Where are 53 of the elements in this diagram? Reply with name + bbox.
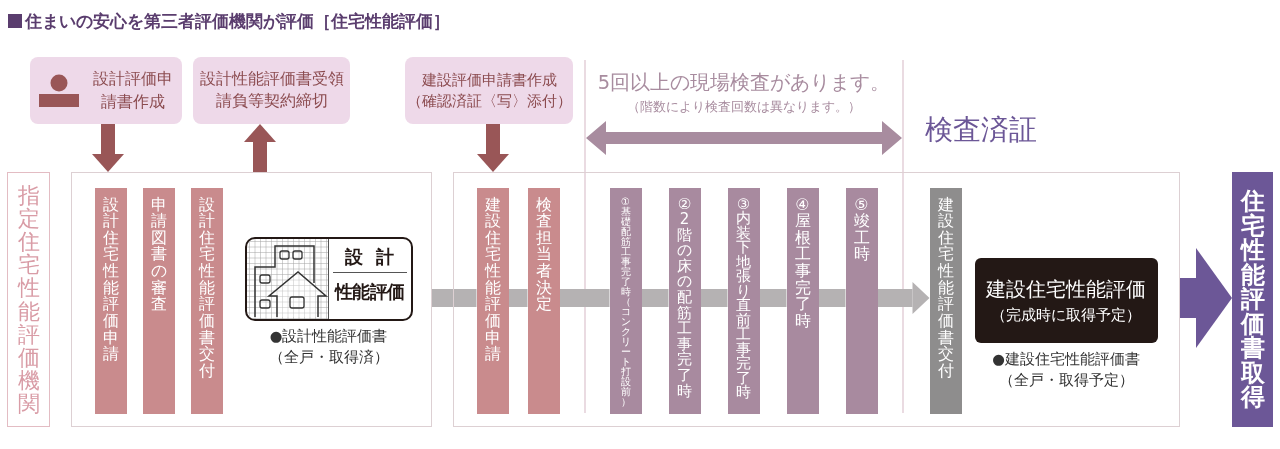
result-label: 建設住宅性能評価 [986,275,1146,302]
step-label: 設計住宅性能評価申請 [102,196,119,363]
arrow [92,124,124,172]
step-bar [786,187,819,414]
step-bar [527,187,560,414]
certification-mark [244,236,413,321]
step-label: ④屋根工事完了時 [794,196,811,330]
diagram-title: 住まいの安心を第三者評価機関が評価［住宅性能評価］ [25,10,450,33]
step-label: 設計評価申請書作成 [93,68,173,113]
step-label: ⑤竣工時 [853,196,870,263]
organization-box [7,172,50,427]
step-label: （確認済証〈写〉添付） [406,90,572,112]
result-box [974,257,1158,343]
step-bar [476,187,509,414]
result-note: （完成時に取得予定） [991,305,1141,325]
step-label: ③内装下地張り直前工事完了時 [736,196,751,400]
step-bar [142,187,175,414]
step-label: 建設住宅性能評価書交付 [937,196,954,380]
step-label: 請負等契約締切 [215,90,328,112]
step-bar [609,187,642,414]
step-box [30,57,182,124]
organization-label: 指定住宅性能評価機関 [17,184,40,415]
stage-frame [71,172,432,427]
document-caption: ●建設住宅性能評価書（全戸・取得予定） [991,349,1141,390]
inspection-subnote: （階数により検査回数は異なります。） [627,99,861,116]
step-label: 設計住宅性能評価書交付 [198,196,215,380]
document-caption: ●設計性能評価書（全戸・取得済） [268,326,389,367]
arrow [477,124,509,172]
arrow [877,282,930,314]
step-bar [668,187,701,414]
final-box [1232,172,1273,427]
step-label: 申請図書の審査 [150,196,167,313]
step-bar [727,187,760,414]
inspection-note: 5回以上の現場検査があります。 [597,71,891,96]
step-box [193,57,350,124]
mark-label: 設計 [332,244,407,273]
step-box [405,57,573,124]
certificate-label: 検査済証 [925,112,1037,147]
arrow [1180,248,1232,348]
final-label: 住宅性能評価書取得 [1240,189,1265,410]
step-label: 建設住宅性能評価申請 [484,196,501,363]
step-label: 建設評価申請書作成 [421,69,557,91]
step-label: 検査担当者決定 [535,196,552,313]
step-bar [929,187,962,414]
stage-frame [453,172,1180,427]
step-bar [190,187,223,414]
mark-label: 性能評価 [333,279,406,304]
step-label: ②2階の床の配筋工事完了時 [677,196,692,400]
step-label: 設計性能評価書受領 [199,69,344,91]
step-bar [845,187,878,414]
step-bar [94,187,127,414]
arrow [244,124,276,172]
step-label: ①基礎配筋工事完了時（コンクリート打設前） [620,196,631,407]
